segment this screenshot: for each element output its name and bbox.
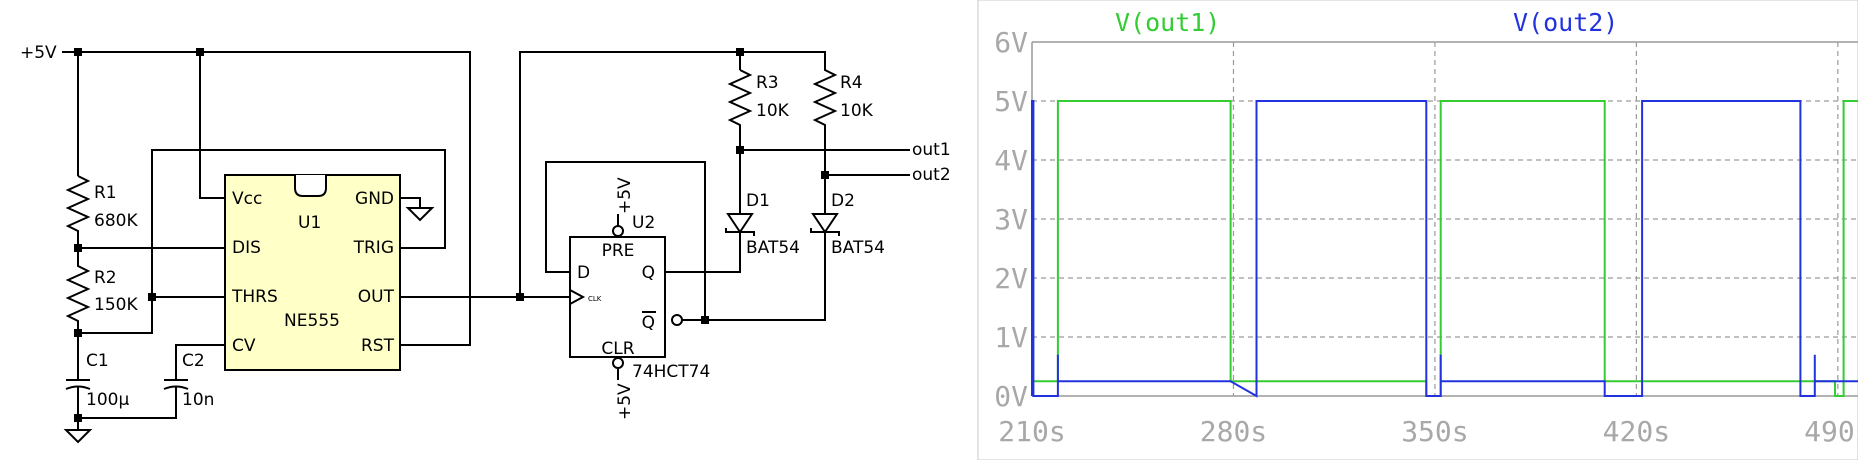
c2-value: 10n xyxy=(182,390,214,410)
junction-dot xyxy=(701,316,709,324)
r3-value: 10K xyxy=(756,101,790,121)
x-tick-label: 350s xyxy=(1401,415,1468,448)
y-tick-label: 2V xyxy=(994,262,1028,295)
x-axis-ticks: 210s 280s 350s 420s 490s xyxy=(998,415,1858,448)
supply-label-5v: +5V xyxy=(20,43,57,63)
net-label-out2: out2 xyxy=(912,165,951,185)
net-label-out1: out1 xyxy=(912,140,951,160)
u1-pin-rst: RST xyxy=(361,336,395,356)
junction-dot xyxy=(148,293,156,301)
waveform-chart: 0V 1V 2V 3V 4V 5V 6V 210s 280s 350s 420s 490s V(ou… xyxy=(977,0,1858,460)
u2-pin-qbar: Q xyxy=(642,313,655,333)
junction-dot xyxy=(74,48,82,56)
resistor-r4: R4 10K xyxy=(812,62,874,175)
u1-pin-out: OUT xyxy=(358,287,395,307)
x-tick-label: 280s xyxy=(1200,415,1267,448)
chart-series xyxy=(1031,100,1858,398)
u2-part: 74HCT74 xyxy=(632,362,710,382)
u2-pin-q: Q xyxy=(642,263,655,283)
r1-value: 680K xyxy=(94,211,138,231)
u2-supply-top: +5V xyxy=(615,177,635,214)
u1-pin-thrs: THRS xyxy=(231,287,278,307)
resistor-r3: R3 10K xyxy=(727,69,790,150)
chart-grid xyxy=(1031,41,1858,397)
legend-series-out2: V(out2) xyxy=(1513,8,1618,37)
qbar-inversion-bubble xyxy=(671,314,683,326)
r3-ref: R3 xyxy=(756,73,779,93)
u2-pin-clr: CLR xyxy=(601,339,634,359)
capacitor-c2: C2 10n xyxy=(78,344,225,419)
wire-qbar-d2 xyxy=(682,242,826,321)
d1-value: BAT54 xyxy=(746,238,800,258)
x-tick-label: 420s xyxy=(1603,415,1670,448)
junction-dot xyxy=(196,48,204,56)
schematic: +5V R1 680K R2 150K xyxy=(20,43,951,444)
u1-pin-dis: DIS xyxy=(232,238,261,258)
y-tick-label: 4V xyxy=(994,144,1028,177)
resistor-r2: R2 150K xyxy=(65,248,138,333)
y-axis-ticks: 0V 1V 2V 3V 4V 5V 6V xyxy=(994,26,1028,413)
ic-u1-ne555: Vcc GND U1 DIS TRIG THRS OUT NE555 CV RS… xyxy=(224,174,401,371)
r1-ref: R1 xyxy=(94,183,117,203)
u2-pin-d: D xyxy=(577,263,590,283)
r2-value: 150K xyxy=(94,295,138,315)
resistor-r1: R1 680K xyxy=(65,175,138,248)
diode-d1: D1 BAT54 xyxy=(725,150,800,258)
ground-symbol xyxy=(400,197,435,222)
u2-pin-pre: PRE xyxy=(602,241,635,261)
c2-ref: C2 xyxy=(182,351,205,371)
y-tick-label: 5V xyxy=(994,85,1028,118)
u2-ref: U2 xyxy=(632,213,655,233)
x-tick-label: 490s xyxy=(1804,415,1858,448)
ground-symbol xyxy=(63,418,93,444)
clr-inversion-bubble xyxy=(612,357,624,369)
series-line-out1 xyxy=(1032,100,1858,397)
u2-supply-bottom: +5V xyxy=(615,383,635,420)
u1-ref: U1 xyxy=(298,213,321,233)
u1-pin-trig: TRIG xyxy=(353,238,394,258)
legend-series-out1: V(out1) xyxy=(1115,8,1220,37)
d1-ref: D1 xyxy=(746,191,770,211)
wire-supply-rail xyxy=(62,51,471,346)
d2-ref: D2 xyxy=(831,191,855,211)
y-tick-label: 3V xyxy=(994,203,1028,236)
wire-vcc-pullups xyxy=(519,51,826,297)
y-tick-label: 0V xyxy=(994,380,1028,413)
diode-d2: D2 BAT54 xyxy=(810,175,885,258)
wire-q-d1 xyxy=(665,242,741,273)
r4-ref: R4 xyxy=(840,73,863,93)
x-tick-label: 210s xyxy=(998,415,1065,448)
d2-value: BAT54 xyxy=(831,238,885,258)
r2-ref: R2 xyxy=(94,268,117,288)
chart-pane xyxy=(977,0,1858,460)
r4-value: 10K xyxy=(840,101,874,121)
capacitor-c1: C1 100µ xyxy=(65,333,129,418)
wire-d-feedback xyxy=(545,161,706,320)
series-line-out2 xyxy=(1031,100,1858,398)
u1-pin-gnd: GND xyxy=(355,189,394,209)
c1-ref: C1 xyxy=(86,351,109,371)
u2-pin-clk: CLK xyxy=(588,295,602,303)
c1-value: 100µ xyxy=(86,390,129,410)
y-tick-label: 1V xyxy=(994,321,1028,354)
pre-inversion-bubble xyxy=(612,225,624,237)
u1-pin-cv: CV xyxy=(232,336,256,356)
u1-part: NE555 xyxy=(284,311,340,331)
ic-u2-74hct74: CLK D Q Q PRE CLR U2 74HCT74 xyxy=(569,213,710,382)
u1-pin-vcc: Vcc xyxy=(232,189,262,209)
wire-thrs-trig xyxy=(78,149,446,334)
y-tick-label: 6V xyxy=(994,26,1028,59)
